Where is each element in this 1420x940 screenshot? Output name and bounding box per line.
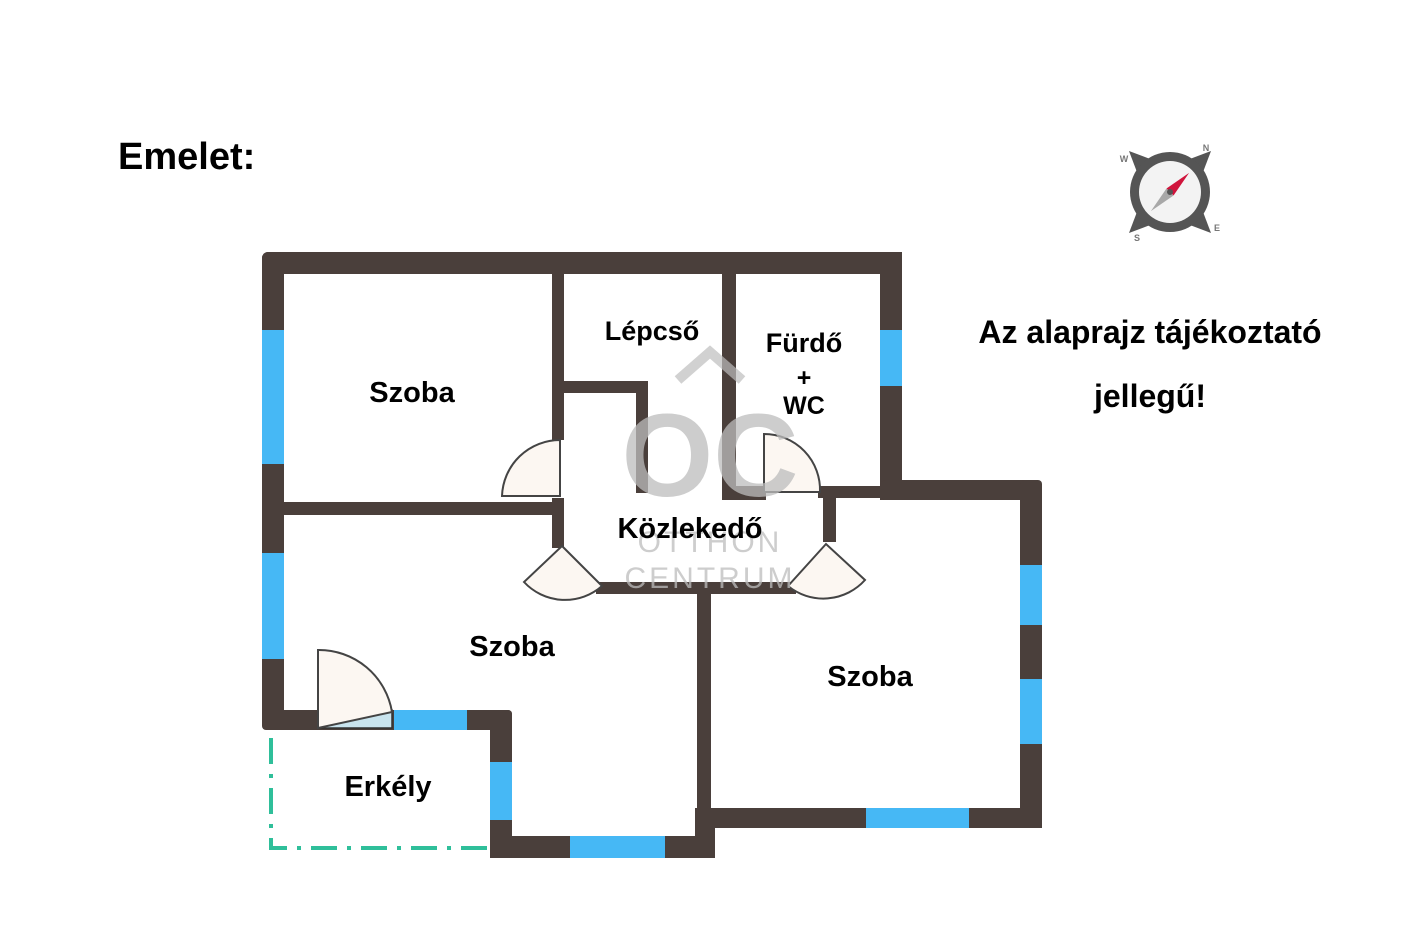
door-right-room <box>786 542 867 600</box>
room-label-szoba-top-left: Szoba <box>369 377 455 409</box>
compass-label-w: W <box>1120 154 1129 164</box>
compass-label-e: E <box>1214 223 1220 233</box>
watermark-line-2: CENTRUM <box>625 562 796 595</box>
door-bottom-left-room <box>522 544 604 601</box>
disclaimer-line-1: Az alaprajz tájékoztató <box>978 314 1322 350</box>
door-top-left-room <box>500 438 561 497</box>
disclaimer-line-2: jellegű! <box>1093 378 1206 414</box>
door-bathroom <box>763 432 822 493</box>
windows <box>262 330 1042 858</box>
room-label-furdo-plus: + <box>797 364 812 392</box>
room-label-lepcso: Lépcső <box>605 316 700 346</box>
balcony-door <box>317 648 394 730</box>
watermark-line-1: OTTHON <box>638 526 783 559</box>
compass-icon <box>1128 150 1212 234</box>
page-title: Emelet: <box>118 136 256 178</box>
compass-label-s: S <box>1134 233 1140 243</box>
room-label-szoba-bottom-left: Szoba <box>469 631 555 663</box>
watermark-logo-text: OC <box>622 390 799 522</box>
inner-walls <box>274 260 882 812</box>
room-label-szoba-right: Szoba <box>827 661 913 693</box>
room-label-wc: WC <box>783 392 825 420</box>
room-label-furdo: Fürdő <box>766 328 842 358</box>
balcony-outline <box>269 738 490 850</box>
compass-label-n: N <box>1203 143 1210 153</box>
room-label-erkely: Erkély <box>344 771 431 803</box>
logo-watermark: OC OTTHON CENTRUM <box>622 345 799 595</box>
room-label-kozlekedo: Közlekedő <box>617 513 762 545</box>
disclaimer-note: Az alaprajz tájékoztató jellegű! <box>940 300 1360 428</box>
